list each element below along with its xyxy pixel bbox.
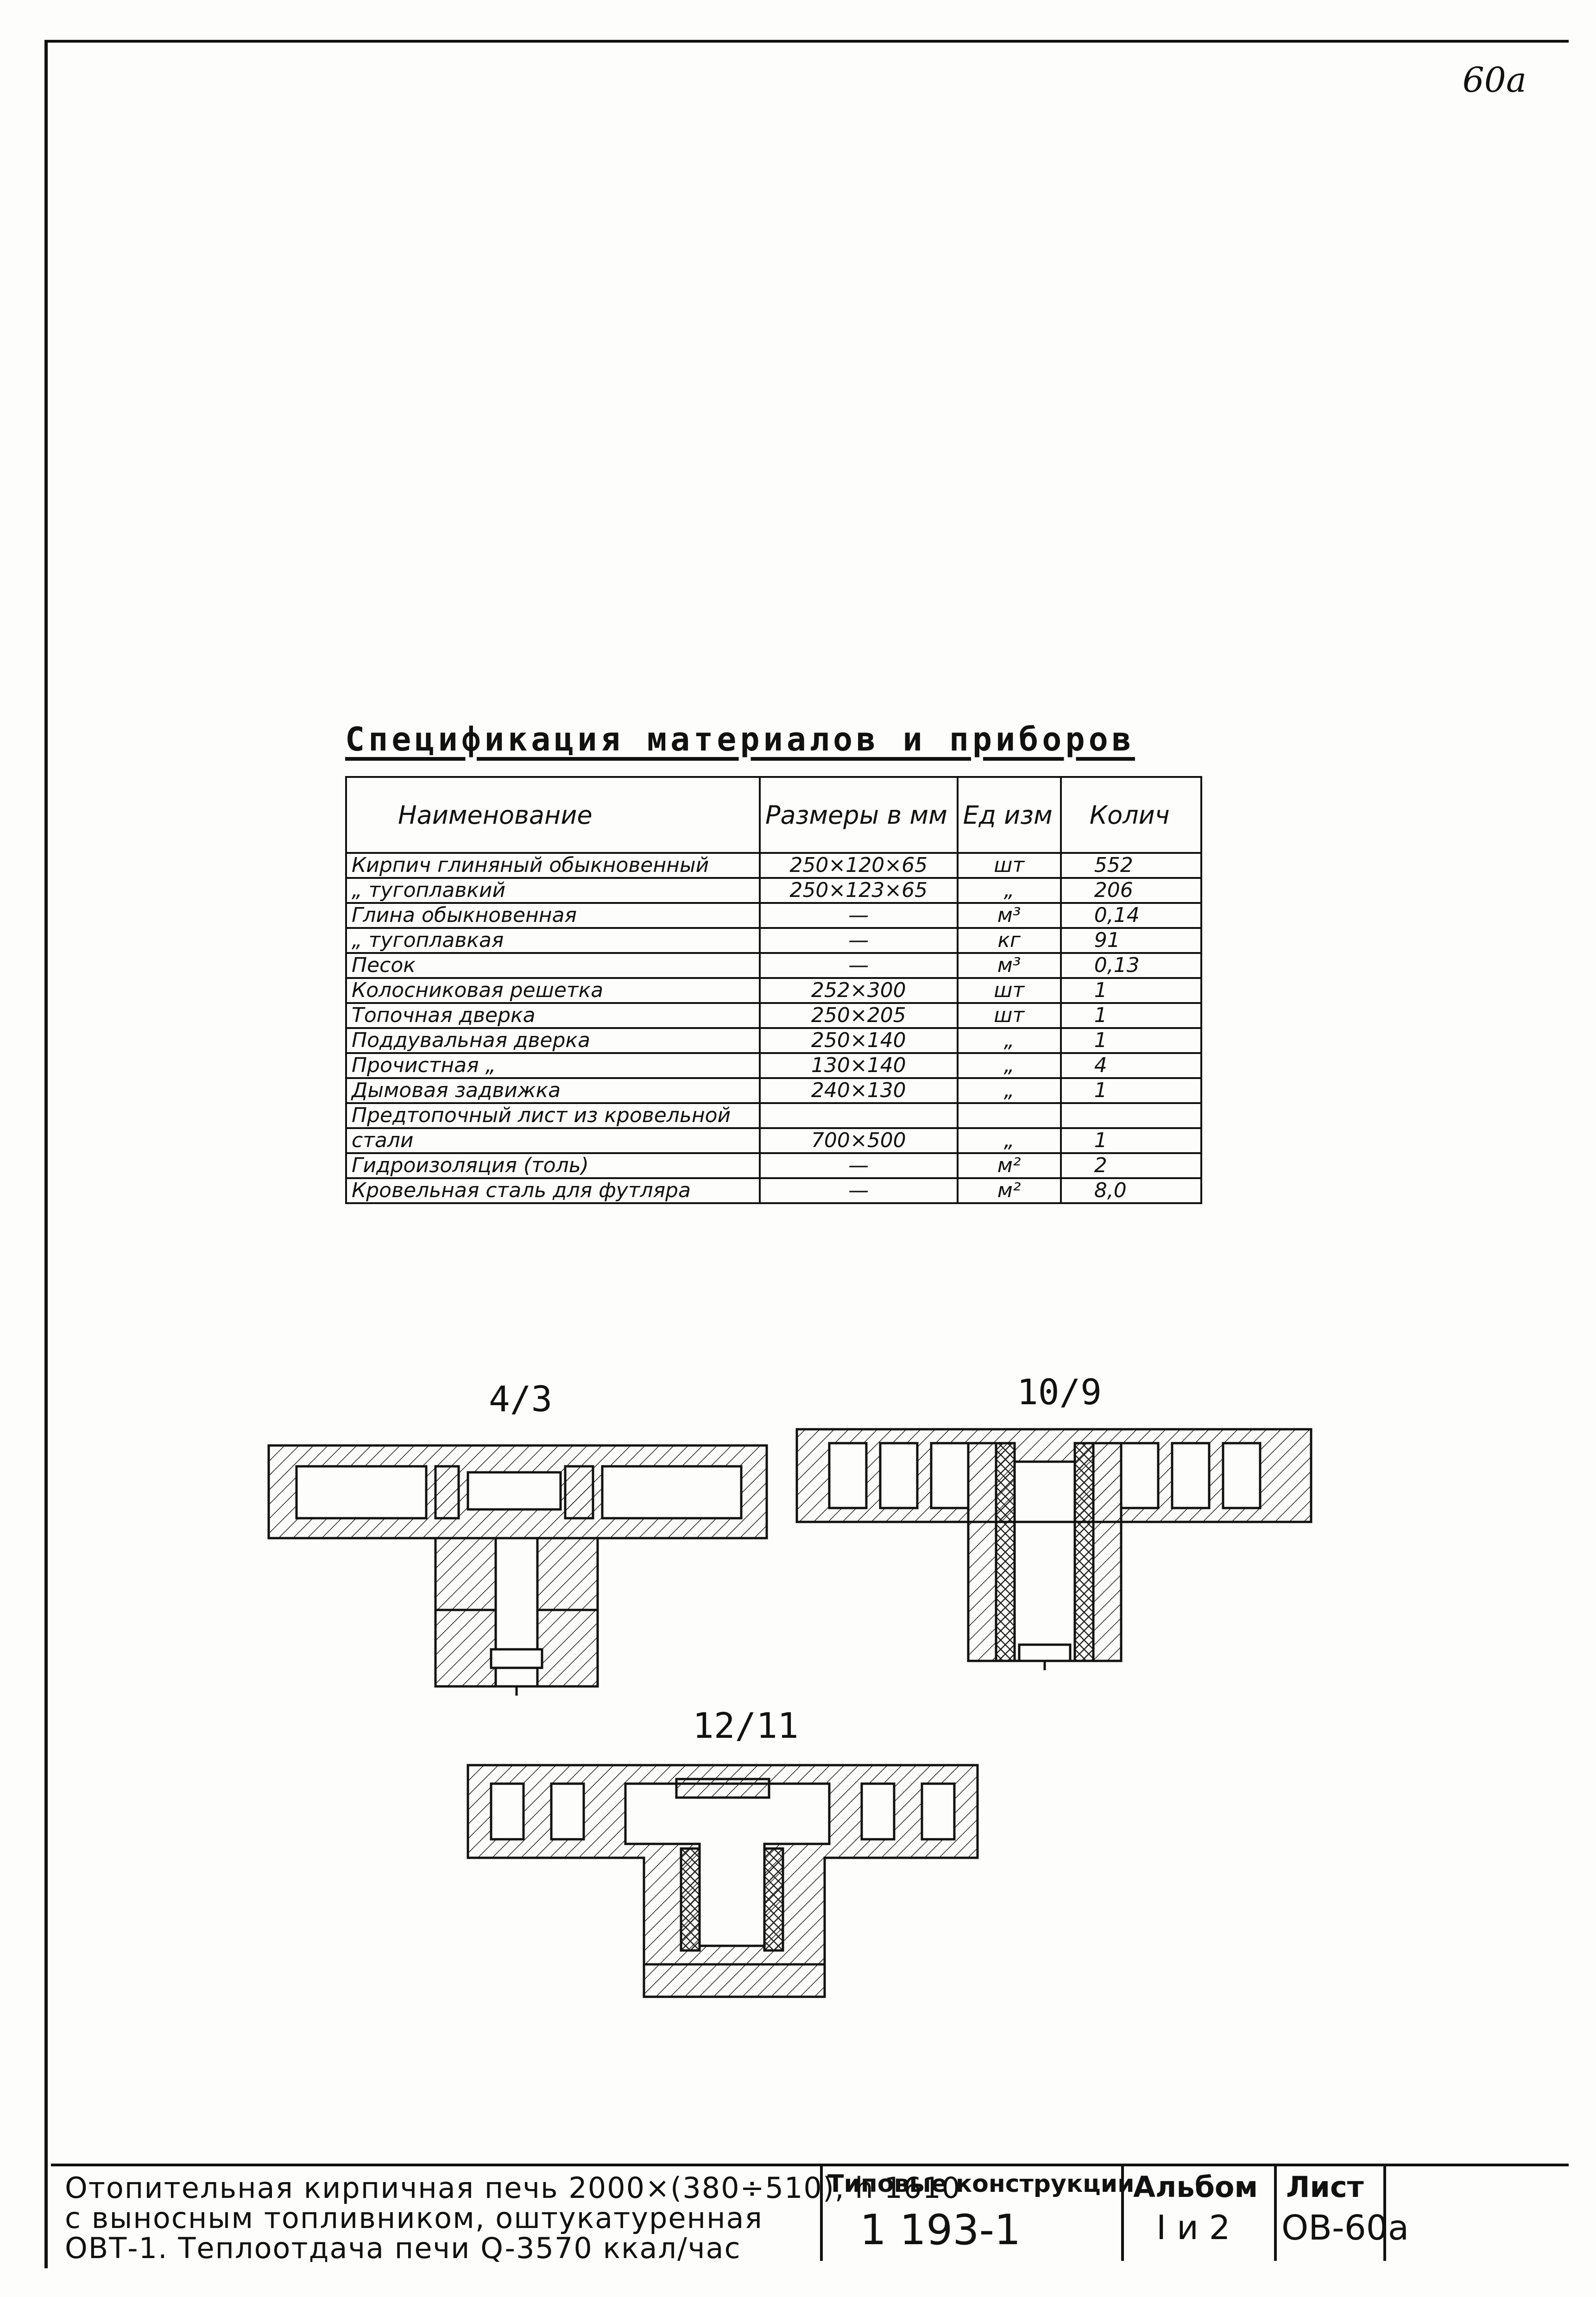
cell-size: 700×500 <box>758 1127 959 1154</box>
cell-qty: 8,0 <box>1060 1177 1203 1204</box>
cell-size: — <box>758 952 959 979</box>
col-sheet-val: ОВ-60а <box>1281 2208 1409 2248</box>
sheet-number: 60a <box>1462 60 1527 100</box>
cell-size: 250×123×65 <box>758 877 959 904</box>
cell-unit: м² <box>956 1177 1062 1204</box>
title-col-sheet: Лист ОВ-60а <box>1274 2166 1409 2261</box>
cell-size <box>758 1102 959 1129</box>
cell-name: „ тугоплавкая <box>345 927 761 954</box>
title-col-standard: Типовые конструкции 1 193-1 <box>820 2166 1135 2261</box>
cell-size: 130×140 <box>758 1052 959 1079</box>
cell-name: Поддувальная дверка <box>345 1027 761 1054</box>
cell-unit: шт <box>956 977 1062 1004</box>
cell-name: Кровельная сталь для футляра <box>345 1177 761 1204</box>
cell-unit: „ <box>956 1077 1062 1104</box>
cell-unit: м³ <box>956 952 1062 979</box>
header-unit: Ед изм <box>956 776 1062 854</box>
plan-section-12-11 <box>467 1764 979 1998</box>
cell-qty: 1 <box>1060 977 1203 1004</box>
cell-size: 250×140 <box>758 1027 959 1054</box>
col-standard-val: 1 193-1 <box>860 2206 1021 2254</box>
table-row: Предтопочный лист из кровельной <box>345 1102 1203 1129</box>
title-col-album: Альбом I и 2 <box>1121 2166 1277 2261</box>
cell-size: — <box>758 1152 959 1179</box>
cell-unit: „ <box>956 1127 1062 1154</box>
cell-unit: „ <box>956 1027 1062 1054</box>
cell-qty: 91 <box>1060 927 1203 954</box>
cell-unit: шт <box>956 1002 1062 1029</box>
cell-size: 250×205 <box>758 1002 959 1029</box>
cell-qty: 206 <box>1060 877 1203 904</box>
cell-unit <box>956 1102 1062 1129</box>
cell-name: Прочистная „ <box>345 1052 761 1079</box>
cell-name: Топочная дверка <box>345 1002 761 1029</box>
cell-qty: 1 <box>1060 1027 1203 1054</box>
cell-qty: 552 <box>1060 852 1203 879</box>
spec-header-row: Наименование Размеры в мм Ед изм Колич <box>345 776 1203 854</box>
col-album-head: Альбом <box>1133 2170 1258 2204</box>
cell-name: стали <box>345 1127 761 1154</box>
cell-size: 250×120×65 <box>758 852 959 879</box>
cell-name: Песок <box>345 952 761 979</box>
cell-unit: м³ <box>956 902 1062 929</box>
cell-size: 240×130 <box>758 1077 959 1104</box>
header-qty: Колич <box>1060 776 1203 854</box>
cell-qty: 0,13 <box>1060 952 1203 979</box>
cell-size: — <box>758 927 959 954</box>
title-block: Отопительная кирпичная печь 2000×(380÷51… <box>51 2164 1569 2265</box>
cell-unit: „ <box>956 1052 1062 1079</box>
cell-name: Предтопочный лист из кровельной <box>345 1102 761 1129</box>
cell-qty <box>1060 1102 1203 1129</box>
cell-qty: 1 <box>1060 1127 1203 1154</box>
col-standard-head: Типовые конструкции <box>827 2170 1135 2198</box>
cell-name: „ тугоплавкий <box>345 877 761 904</box>
plan-section-4-3 <box>267 1444 768 1696</box>
cell-size: — <box>758 902 959 929</box>
cell-unit: „ <box>956 877 1062 904</box>
section-label-12-11: 12/11 <box>693 1705 799 1746</box>
header-name: Наименование <box>345 776 761 854</box>
cell-name: Дымовая задвижка <box>345 1077 761 1104</box>
cell-size: 252×300 <box>758 977 959 1004</box>
cell-unit: шт <box>956 852 1062 879</box>
header-size: Размеры в мм <box>758 776 959 854</box>
plan-section-10-9 <box>795 1428 1312 1670</box>
section-label-4-3: 4/3 <box>489 1378 553 1420</box>
cell-qty: 2 <box>1060 1152 1203 1179</box>
cell-qty: 1 <box>1060 1002 1203 1029</box>
cell-qty: 1 <box>1060 1077 1203 1104</box>
cell-unit: кг <box>956 927 1062 954</box>
cell-qty: 0,14 <box>1060 902 1203 929</box>
title-line-2: с выносным топливником, оштукатуренная <box>65 2201 763 2235</box>
title-line-1: Отопительная кирпичная печь 2000×(380÷51… <box>65 2171 961 2205</box>
title-line-3: ОВТ-1. Теплоотдача печи Q-3570 ккал/час <box>65 2231 741 2265</box>
spec-table: Наименование Размеры в мм Ед изм Колич К… <box>345 776 1203 1204</box>
col-sheet-head: Лист <box>1286 2170 1364 2204</box>
cell-size: — <box>758 1177 959 1204</box>
cell-unit: м² <box>956 1152 1062 1179</box>
section-label-10-9: 10/9 <box>1017 1371 1102 1413</box>
spec-title: Спецификация материалов и приборов <box>345 720 1135 758</box>
cell-name: Глина обыкновенная <box>345 902 761 929</box>
cell-name: Кирпич глиняный обыкновенный <box>345 852 761 879</box>
table-row: Прочистная „130×140„4 <box>345 1052 1203 1079</box>
col-album-val: I и 2 <box>1156 2208 1230 2247</box>
drawing-frame <box>44 40 1569 2268</box>
cell-name: Гидроизоляция (толь) <box>345 1152 761 1179</box>
cell-name: Колосниковая решетка <box>345 977 761 1004</box>
cell-qty: 4 <box>1060 1052 1203 1079</box>
